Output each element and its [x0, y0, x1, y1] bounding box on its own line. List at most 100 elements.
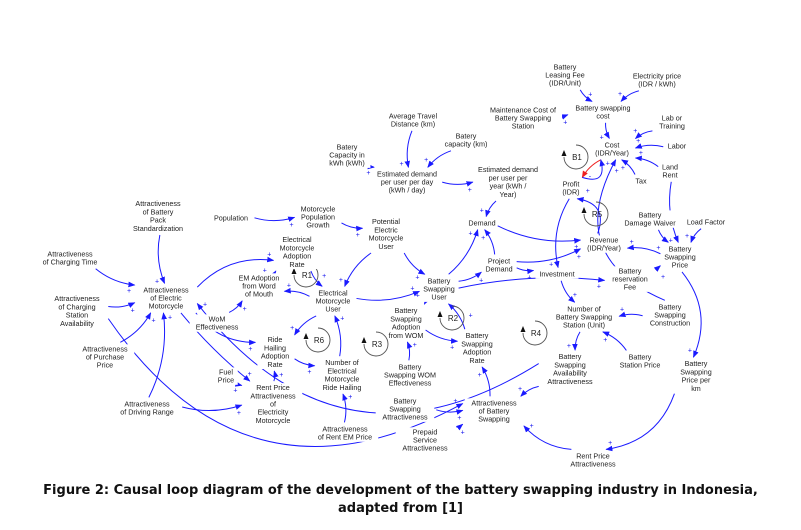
variable-label-line: Construction — [650, 319, 690, 328]
link-polarity: + — [620, 307, 624, 314]
label-background — [541, 62, 589, 88]
label-background — [438, 131, 494, 149]
loop-arrowhead-icon — [520, 326, 526, 332]
variable-label-line: kWh (kWh) — [329, 159, 365, 168]
variable-label-line: Service — [413, 436, 437, 445]
link-potential_user-to-bs_user — [403, 252, 426, 275]
link-availability-to-attr_em — [196, 303, 539, 414]
variable-label-line: Attractiveness — [82, 344, 128, 353]
loop-marker-r5: R5 — [581, 201, 609, 227]
link-em_adoption_rate-to-em_user — [310, 270, 323, 287]
variable-label-line: Swapping — [664, 253, 696, 262]
link-attr_em-to-em_adoption_rate — [196, 256, 275, 288]
variable-label-line: Attractiveness — [547, 377, 593, 386]
link-polarity: + — [469, 312, 473, 319]
variable-label-line: Motorcycle — [325, 375, 360, 384]
variable-label-line: Attractiveness — [124, 399, 170, 408]
label-background — [654, 113, 690, 131]
loop-label: R5 — [592, 210, 603, 219]
loop-circle-arrow-icon — [522, 320, 548, 346]
link-polarity: + — [203, 301, 207, 308]
variable-label-line: Profit — [563, 179, 580, 188]
variable-label-line: Population — [214, 214, 248, 223]
variable-label-line: Price — [672, 261, 688, 270]
link-damage_waiver-to-bs_price — [657, 229, 669, 243]
variable-label-line: Motorcycle — [316, 297, 351, 306]
variable-labor: Labor — [665, 141, 689, 151]
link-lab_training-to-cost — [634, 130, 653, 139]
loop-circle-arrow-icon — [439, 305, 465, 331]
link-polarity: + — [424, 157, 428, 164]
loop-circle-arrow-icon — [363, 331, 389, 357]
variable-label-line: of Charging Time — [43, 258, 98, 267]
label-background — [621, 71, 693, 89]
loop-label: R1 — [302, 271, 313, 280]
link-project_demand-to-revenue — [516, 248, 582, 263]
link-polarity: + — [468, 187, 472, 194]
link-polarity: + — [669, 238, 673, 245]
variable-label-line: Demand — [485, 265, 512, 274]
label-background — [383, 111, 443, 129]
label-background — [136, 285, 196, 311]
label-background — [540, 352, 600, 386]
variable-label-line: (IDR) — [562, 188, 579, 197]
link-polarity: + — [608, 440, 612, 447]
link-demand-to-revenue — [497, 225, 582, 244]
link-polarity: + — [563, 120, 567, 127]
variable-label-line: Fuel — [219, 367, 233, 376]
variable-revenue: Revenue(IDR/Year) — [582, 235, 626, 253]
link-polarity: + — [461, 430, 465, 437]
link-polarity: + — [416, 293, 420, 300]
link-price_per_km-to-rent_price_attr — [605, 393, 675, 452]
variable-label-line: Station (Unit) — [563, 321, 605, 330]
variable-label-line: Attractiveness — [135, 199, 181, 208]
link-polarity: + — [413, 342, 417, 349]
loop-marker-r6: R6 — [303, 327, 331, 353]
variable-label-line: of Charging — [58, 302, 95, 311]
link-bs_adoption_wom-to-bs_adoption_rate — [425, 329, 459, 344]
variable-label-line: Leasing Fee — [545, 71, 585, 80]
link-polarity: + — [322, 273, 326, 280]
variable-label-line: year (kWh / — [490, 182, 527, 191]
variable-label-line: Ride Hailing — [323, 383, 362, 392]
label-background — [622, 210, 678, 228]
variable-label-line: Cost — [605, 140, 620, 149]
variable-label-line: Battery Swapping — [495, 114, 551, 123]
loop-label: R6 — [314, 336, 325, 345]
link-polarity-layer: ++++++++-+++++++++++++++++++++++++++++++… — [127, 91, 692, 447]
link-num_ride_hailing-to-em_user — [334, 315, 342, 357]
link-polarity: + — [131, 308, 135, 315]
variable-label-line: (IDR/Year) — [587, 244, 621, 253]
variable-label-line: WoM — [209, 314, 226, 323]
variable-label-line: of Driving Range — [120, 408, 174, 417]
variable-label-line: Distance (km) — [391, 120, 435, 129]
variable-label-line: Availability — [60, 319, 94, 328]
link-cap_kwh-to-est_day — [367, 163, 375, 170]
variable-label-line: Motorcycle — [301, 204, 336, 213]
variable-label-line: Effectiveness — [389, 379, 432, 388]
link-attr_purchase-to-attr_em — [120, 312, 152, 343]
loop-arrowhead-icon — [581, 207, 587, 213]
link-polarity: + — [480, 208, 484, 215]
caption-line-1: Figure 2: Causal loop diagram of the dev… — [43, 483, 758, 498]
caption-line-2: adapted from [1] — [337, 501, 464, 516]
variable-label-line: Demand — [468, 219, 495, 228]
link-polarity: + — [597, 283, 601, 290]
label-background — [189, 314, 245, 332]
variable-label-line: Electricity price — [633, 71, 681, 80]
link-profit-to-cost — [582, 159, 606, 180]
variable-label-line: Estimated demand — [478, 165, 538, 174]
variable-demand: Demand — [468, 218, 496, 228]
variable-label-line: per user per day — [381, 178, 434, 187]
